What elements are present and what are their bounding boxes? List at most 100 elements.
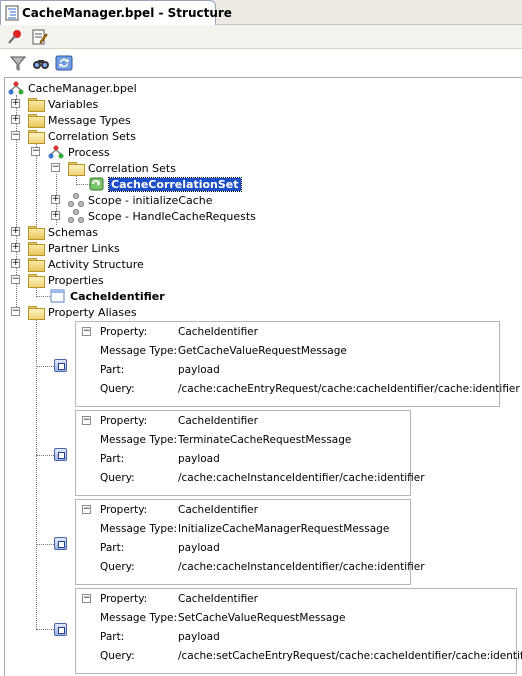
find-icon[interactable] xyxy=(32,54,50,72)
alias-key: Property: xyxy=(100,326,148,338)
tree-root-label: CacheManager.bpel xyxy=(28,81,137,95)
tree-item-scope-initialize[interactable]: Scope - initializeCache xyxy=(68,192,213,208)
property-alias-icon[interactable] xyxy=(54,448,67,461)
expand-schemas[interactable]: + xyxy=(11,226,20,236)
tree-item-property-aliases[interactable]: Property Aliases xyxy=(28,304,137,320)
tree-item-label: Variables xyxy=(48,97,99,111)
expand-scope-handle[interactable]: + xyxy=(51,210,60,220)
alias-key: Property: xyxy=(100,593,148,605)
tree-item-label: Message Types xyxy=(48,113,131,127)
tree-item-cache-correlation-set[interactable]: CacheCorrelationSet xyxy=(89,176,242,192)
alias-message-type: TerminateCacheRequestMessage xyxy=(178,434,352,446)
alias-key: Message Type: xyxy=(100,612,178,624)
tree-item-cache-identifier[interactable]: CacheIdentifier xyxy=(50,288,165,304)
tree-item-variables[interactable]: Variables xyxy=(28,96,98,112)
folder-open-icon xyxy=(28,274,45,288)
structure-tree: CacheManager.bpel + Variables + Message … xyxy=(4,77,522,676)
folder-icon xyxy=(28,98,45,112)
alias-key: Query: xyxy=(100,383,135,395)
tree-item-correlation-sets[interactable]: Correlation Sets xyxy=(28,128,136,144)
collapse-process[interactable]: − xyxy=(31,146,40,156)
collapse-property-aliases[interactable]: − xyxy=(11,306,20,316)
alias-key: Property: xyxy=(100,415,148,427)
alias-property: CacheIdentifier xyxy=(178,504,258,516)
scope-icon xyxy=(68,209,84,223)
folder-icon xyxy=(28,258,45,272)
alias-query: /cache:cacheInstanceIdentifier/cache:ide… xyxy=(178,472,425,484)
property-alias-card[interactable]: − Property:CacheIdentifier Message Type:… xyxy=(75,410,425,496)
collapse-correlation-sets[interactable]: − xyxy=(11,130,20,140)
tree-item-label: Scope - initializeCache xyxy=(88,193,213,207)
folder-open-icon xyxy=(28,306,45,320)
property-alias-icon[interactable] xyxy=(54,623,67,636)
alias-part: payload xyxy=(178,631,220,643)
collapse-alias[interactable]: − xyxy=(82,415,91,425)
alias-key: Part: xyxy=(100,453,125,465)
folder-open-icon xyxy=(28,130,45,144)
alias-key: Part: xyxy=(100,631,125,643)
property-alias-card[interactable]: − Property: CacheIdentifier Message Type:… xyxy=(75,321,520,407)
tree-item-label: Property Aliases xyxy=(48,305,137,319)
toolbar-top xyxy=(0,25,522,49)
tree-item-activity-structure[interactable]: Activity Structure xyxy=(28,256,144,272)
bpel-process-icon xyxy=(8,81,24,95)
scope-icon xyxy=(68,193,84,207)
expand-message-types[interactable]: + xyxy=(11,114,20,124)
alias-property: CacheIdentifier xyxy=(178,326,258,338)
structure-tab[interactable]: CacheManager.bpel - Structure xyxy=(0,0,232,25)
tree-item-label: Scope - HandleCacheRequests xyxy=(88,209,256,223)
property-alias-icon[interactable] xyxy=(54,537,67,550)
expand-variables[interactable]: + xyxy=(11,98,20,108)
edit-properties-icon[interactable] xyxy=(30,28,48,46)
sync-icon[interactable] xyxy=(55,54,73,72)
expand-scope-initialize[interactable]: + xyxy=(51,194,60,204)
collapse-alias[interactable]: − xyxy=(82,326,91,336)
tree-item-label: Correlation Sets xyxy=(88,161,176,175)
tree-root[interactable]: CacheManager.bpel xyxy=(8,80,137,96)
tree-item-properties[interactable]: Properties xyxy=(28,272,104,288)
tree-item-partner-links[interactable]: Partner Links xyxy=(28,240,120,256)
property-alias-card[interactable]: − Property:CacheIdentifier Message Type:… xyxy=(75,499,425,585)
tree-item-scope-handle[interactable]: Scope - HandleCacheRequests xyxy=(68,208,256,224)
alias-part: payload xyxy=(178,364,220,376)
alias-key: Query: xyxy=(100,472,135,484)
collapse-alias[interactable]: − xyxy=(82,593,91,603)
property-alias-card[interactable]: − Property: CacheIdentifier Message Type:… xyxy=(75,588,522,674)
tab-title: CacheManager.bpel - Structure xyxy=(22,6,232,20)
tree-item-message-types[interactable]: Message Types xyxy=(28,112,131,128)
tree-item-process[interactable]: Process xyxy=(48,144,110,160)
pin-icon[interactable] xyxy=(6,28,24,46)
filter-icon[interactable] xyxy=(9,54,27,72)
structure-icon xyxy=(5,5,19,21)
tab-bar: CacheManager.bpel - Structure xyxy=(0,0,522,25)
collapse-properties[interactable]: − xyxy=(11,274,20,284)
alias-message-type: GetCacheValueRequestMessage xyxy=(178,345,347,357)
alias-key: Property: xyxy=(100,504,148,516)
expand-partner-links[interactable]: + xyxy=(11,242,20,252)
alias-query: /cache:setCacheEntryRequest/cache:cacheI… xyxy=(178,650,522,662)
alias-property: CacheIdentifier xyxy=(178,593,258,605)
alias-part: payload xyxy=(178,453,220,465)
tree-item-label: Partner Links xyxy=(48,241,120,255)
collapse-alias[interactable]: − xyxy=(82,504,91,514)
alias-key: Part: xyxy=(100,364,125,376)
tree-item-schemas[interactable]: Schemas xyxy=(28,224,98,240)
alias-key: Message Type: xyxy=(100,434,178,446)
tree-item-label: Activity Structure xyxy=(48,257,144,271)
process-icon xyxy=(48,145,64,159)
property-icon xyxy=(50,289,66,303)
alias-message-type: InitializeCacheManagerRequestMessage xyxy=(178,523,390,535)
property-alias-icon[interactable] xyxy=(54,359,67,372)
alias-query: /cache:cacheInstanceIdentifier/cache:ide… xyxy=(178,561,425,573)
alias-key: Part: xyxy=(100,542,125,554)
tree-item-process-correlation-sets[interactable]: Correlation Sets xyxy=(68,160,176,176)
tree-item-label: Schemas xyxy=(48,225,98,239)
tree-item-label: CacheCorrelationSet xyxy=(108,176,242,192)
expand-activity-structure[interactable]: + xyxy=(11,258,20,268)
collapse-process-correlation-sets[interactable]: − xyxy=(51,162,60,172)
alias-key: Query: xyxy=(100,561,135,573)
correlation-set-icon xyxy=(89,177,105,191)
folder-icon xyxy=(28,226,45,240)
alias-key: Message Type: xyxy=(100,345,178,357)
folder-icon xyxy=(28,242,45,256)
